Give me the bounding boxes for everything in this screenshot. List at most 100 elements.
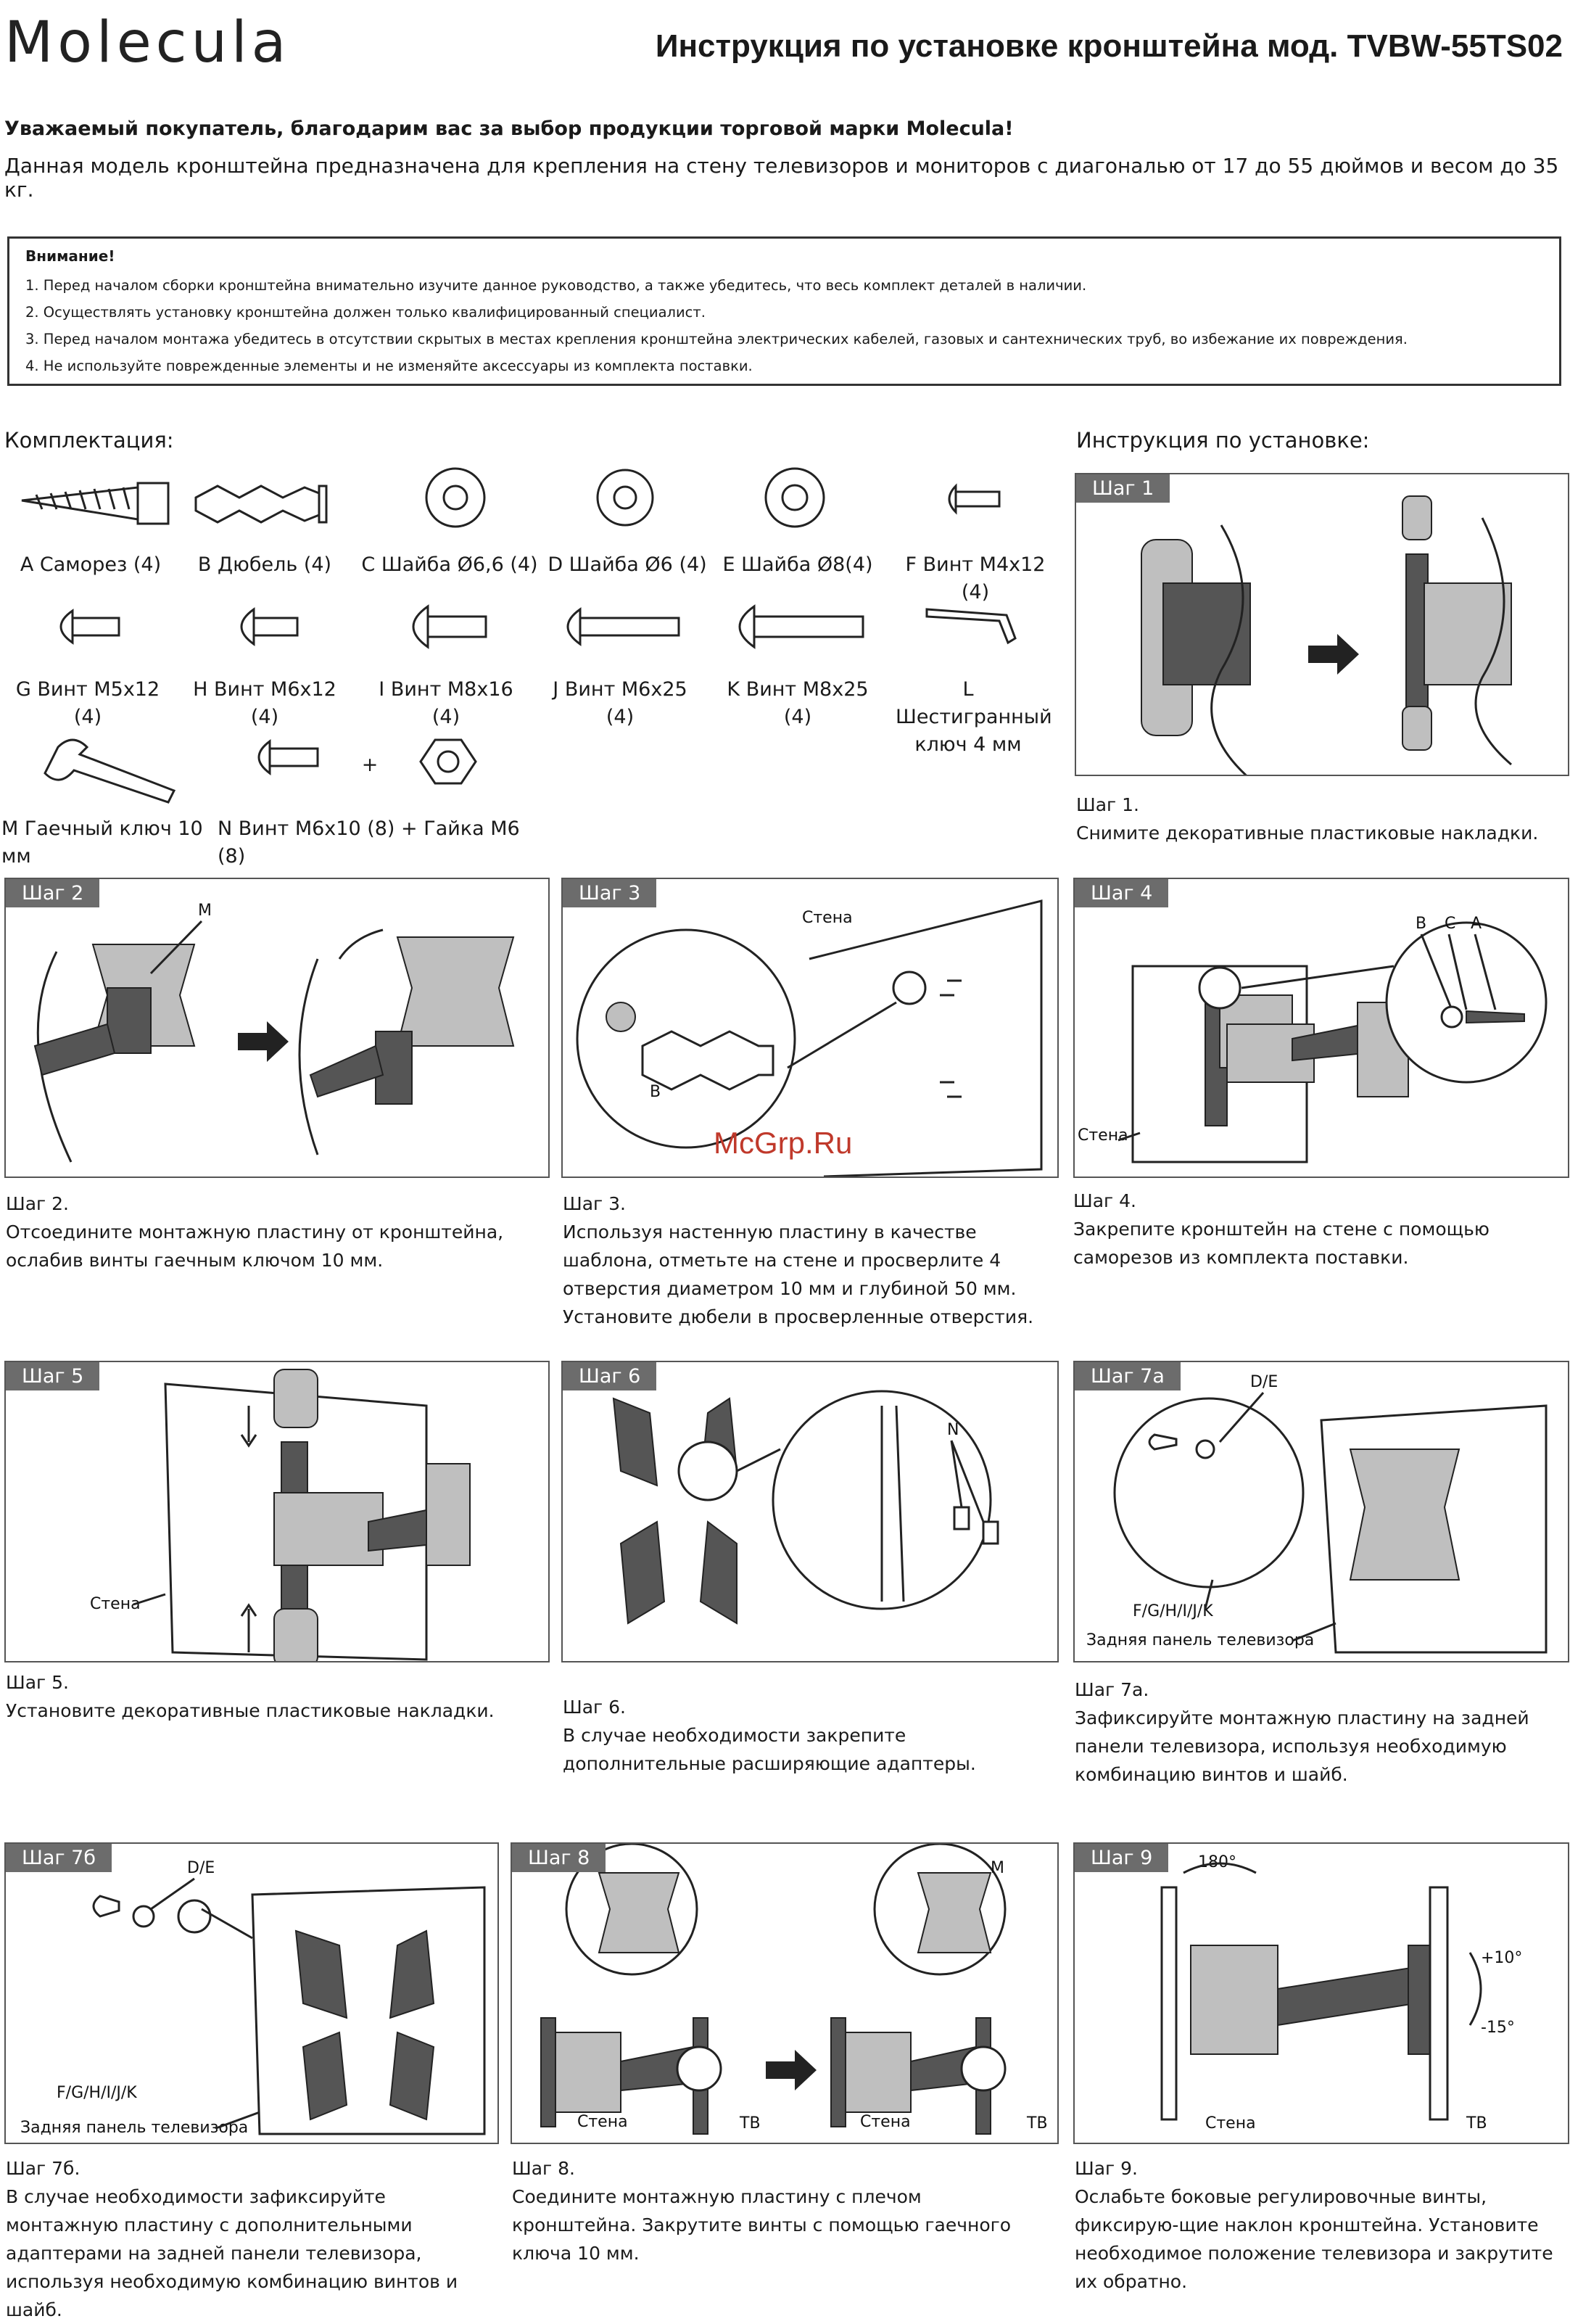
component-label-c: C Шайба Ø6,6 (4) [361,553,538,576]
hex-key-icon [925,608,1017,645]
attention-item: 4. Не используйте поврежденные элементы … [25,358,753,374]
component-label-f: F Винт M4x12 (4) [905,553,1046,603]
watermark: McGrp.Ru [714,1126,853,1160]
step-tag: Шаг 2 [6,879,100,907]
step-tag: Шаг 7б [6,1844,112,1872]
step-5-drawing: Стена [90,1369,471,1661]
component-label-l: L Шестигранный ключ 4 мм [896,678,1052,756]
component-label-e: E Шайба Ø8(4) [722,553,873,576]
step-2-panel: Шаг 2 M [4,878,550,1178]
step-caption: Шаг 7б. [6,2158,80,2179]
step-label: N [947,1421,959,1439]
step-1-panel: Шаг 1 [1075,473,1569,776]
screw-i-icon [412,604,487,649]
step-7b-drawing: D/E F/G/H/I/J/K Задняя панель телевизора [20,1859,486,2137]
attention-box: Внимание! 1. Перед началом сборки кроншт… [7,236,1561,386]
component-label-i: I Винт M8x16 (4) [379,678,513,728]
screw-h-icon [240,607,299,646]
step-6-text: Шаг 6. В случае необходимости закрепите … [563,1693,1056,1778]
step-label: ТВ [1026,2114,1048,2133]
step-label: C [1445,915,1455,933]
step-caption: Шаг 1. [1076,794,1139,815]
step-label: 180° [1198,1853,1236,1871]
step-label: A [1471,915,1482,933]
step-2-text: Шаг 2. Отсоедините монтажную пластину от… [6,1190,542,1274]
step-label: -15° [1481,2019,1515,2037]
step-label: D/E [1250,1373,1278,1391]
dowel-icon [194,485,328,524]
attention-title: Внимание! [25,247,115,265]
screw-j-icon [566,607,680,646]
step-5-panel: Шаг 5 Стена [4,1361,550,1662]
step-instruction: Установите декоративные пластиковые накл… [6,1700,495,1721]
step-tag: Шаг 8 [512,1844,606,1872]
step-instruction: Закрепите кронштейн на стене с помощью с… [1073,1219,1490,1268]
step-label: +10° [1481,1949,1522,1967]
step-label: Задняя панель телевизора [1086,1631,1314,1649]
step-caption: Шаг 7а. [1075,1679,1149,1700]
step-label: Стена [577,2113,628,2131]
step-label: D/E [187,1859,215,1877]
step-label: B [650,1083,661,1101]
step-4-panel: Шаг 4 Стена B C A [1073,878,1569,1178]
step-instruction: В случае необходимости закрепите дополни… [563,1725,976,1774]
step-instruction: Отсоедините монтажную пластину от кроншт… [6,1221,504,1271]
step-7a-drawing: D/E F/G/H/I/J/K Задняя панель телевизора [1086,1373,1548,1654]
step-tag: Шаг 4 [1075,879,1169,907]
step-7a-panel: Шаг 7а D/E F/G/H/I/J/K Задняя панель тел… [1073,1361,1569,1662]
step-caption: Шаг 3. [563,1193,626,1214]
step-3-text: Шаг 3. Используя настенную пластину в ка… [563,1190,1056,1331]
components-illustrations [21,467,1017,804]
step-caption: Шаг 6. [563,1697,626,1718]
component-label-a: A Саморез (4) [20,553,162,576]
washer-e-icon [764,467,825,528]
step-label: M [198,902,212,920]
step-tag: Шаг 7а [1075,1362,1181,1390]
step-caption: Шаг 4. [1073,1190,1136,1211]
step-7a-text: Шаг 7а. Зафиксируйте монтажную пластину … [1075,1676,1568,1789]
step-label: F/G/H/I/J/K [1133,1602,1213,1620]
step-instruction: Ослабьте боковые регулировочные винты, ф… [1075,2186,1553,2292]
step-label: Стена [1078,1126,1128,1145]
component-label-m: M Гаечный ключ 10 мм [1,817,203,868]
screw-n-icon [257,739,319,775]
washer-c-icon [425,467,486,528]
step-label: B [1416,915,1426,933]
step-label: Стена [90,1595,141,1613]
step-label: M [991,1859,1004,1877]
step-8-panel: Шаг 8 Стена ТВ M Стена ТВ [511,1842,1059,2144]
component-label-n: N Винт M6x10 (8) + Гайка M6 (8) [218,817,520,868]
step-3-panel: Шаг 3 Стена B [561,878,1059,1178]
washer-d-icon [596,469,654,527]
step-5-text: Шаг 5. Установите декоративные пластиков… [6,1668,542,1725]
step-6-drawing: N [612,1390,999,1625]
step-4-drawing: Стена B C A [1078,915,1548,1163]
step-1-drawing [1141,495,1512,775]
screw-k-icon [738,604,864,649]
nut-icon [419,738,477,785]
step-label: ТВ [1466,2114,1487,2133]
component-label-j: J Винт M6x25 (4) [553,678,687,728]
component-label-k: K Винт M8x25 (4) [727,678,869,728]
step-tag: Шаг 5 [6,1362,100,1390]
attention-item: 3. Перед началом монтажа убедитесь в отс… [25,331,1408,347]
step-instruction: В случае необходимости зафиксируйте монт… [6,2186,458,2320]
page-title: Инструкция по установке кронштейна мод. … [655,28,1563,64]
attention-item: 1. Перед началом сборки кронштейна внима… [25,277,1087,294]
step-6-panel: Шаг 6 N [561,1361,1059,1662]
component-label-d: D Шайба Ø6 (4) [548,553,707,576]
step-7b-text: Шаг 7б. В случае необходимости зафиксиру… [6,2154,499,2324]
step-caption: Шаг 2. [6,1193,69,1214]
component-label-h: H Винт M6x12 (4) [193,678,336,728]
step-9-drawing: 180° Стена ТВ +10° -15° [1160,1853,1522,2133]
step-2-drawing: M [33,902,515,1163]
step-1-text: Шаг 1. Снимите декоративные пластиковые … [1076,791,1569,847]
wrench-icon [44,738,176,804]
step-instruction: Снимите декоративные пластиковые накладк… [1076,823,1539,844]
step-label: F/G/H/I/J/K [57,2084,137,2102]
greeting-text: Уважаемый покупатель, благодарим вас за … [4,118,1014,140]
component-label-b: B Дюбель (4) [197,553,332,576]
screw-icon [21,482,170,525]
plus-sign: + [361,754,379,776]
components-title: Комплектация: [4,428,174,453]
